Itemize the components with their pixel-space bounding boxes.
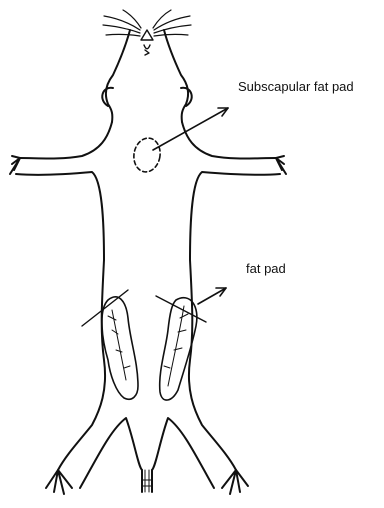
fat-pad-label: fat pad [246, 262, 286, 275]
body-outline [10, 30, 286, 494]
subscapular-fat-pad [131, 136, 163, 174]
nose [141, 30, 153, 55]
subscapular-arrow [153, 108, 228, 150]
whiskers [103, 10, 191, 36]
fat-pad-arrow [198, 288, 226, 304]
right-fat-pad [156, 296, 206, 400]
subscapular-fat-pad-label: Subscapular fat pad [238, 80, 354, 93]
left-fat-pad [82, 290, 138, 399]
